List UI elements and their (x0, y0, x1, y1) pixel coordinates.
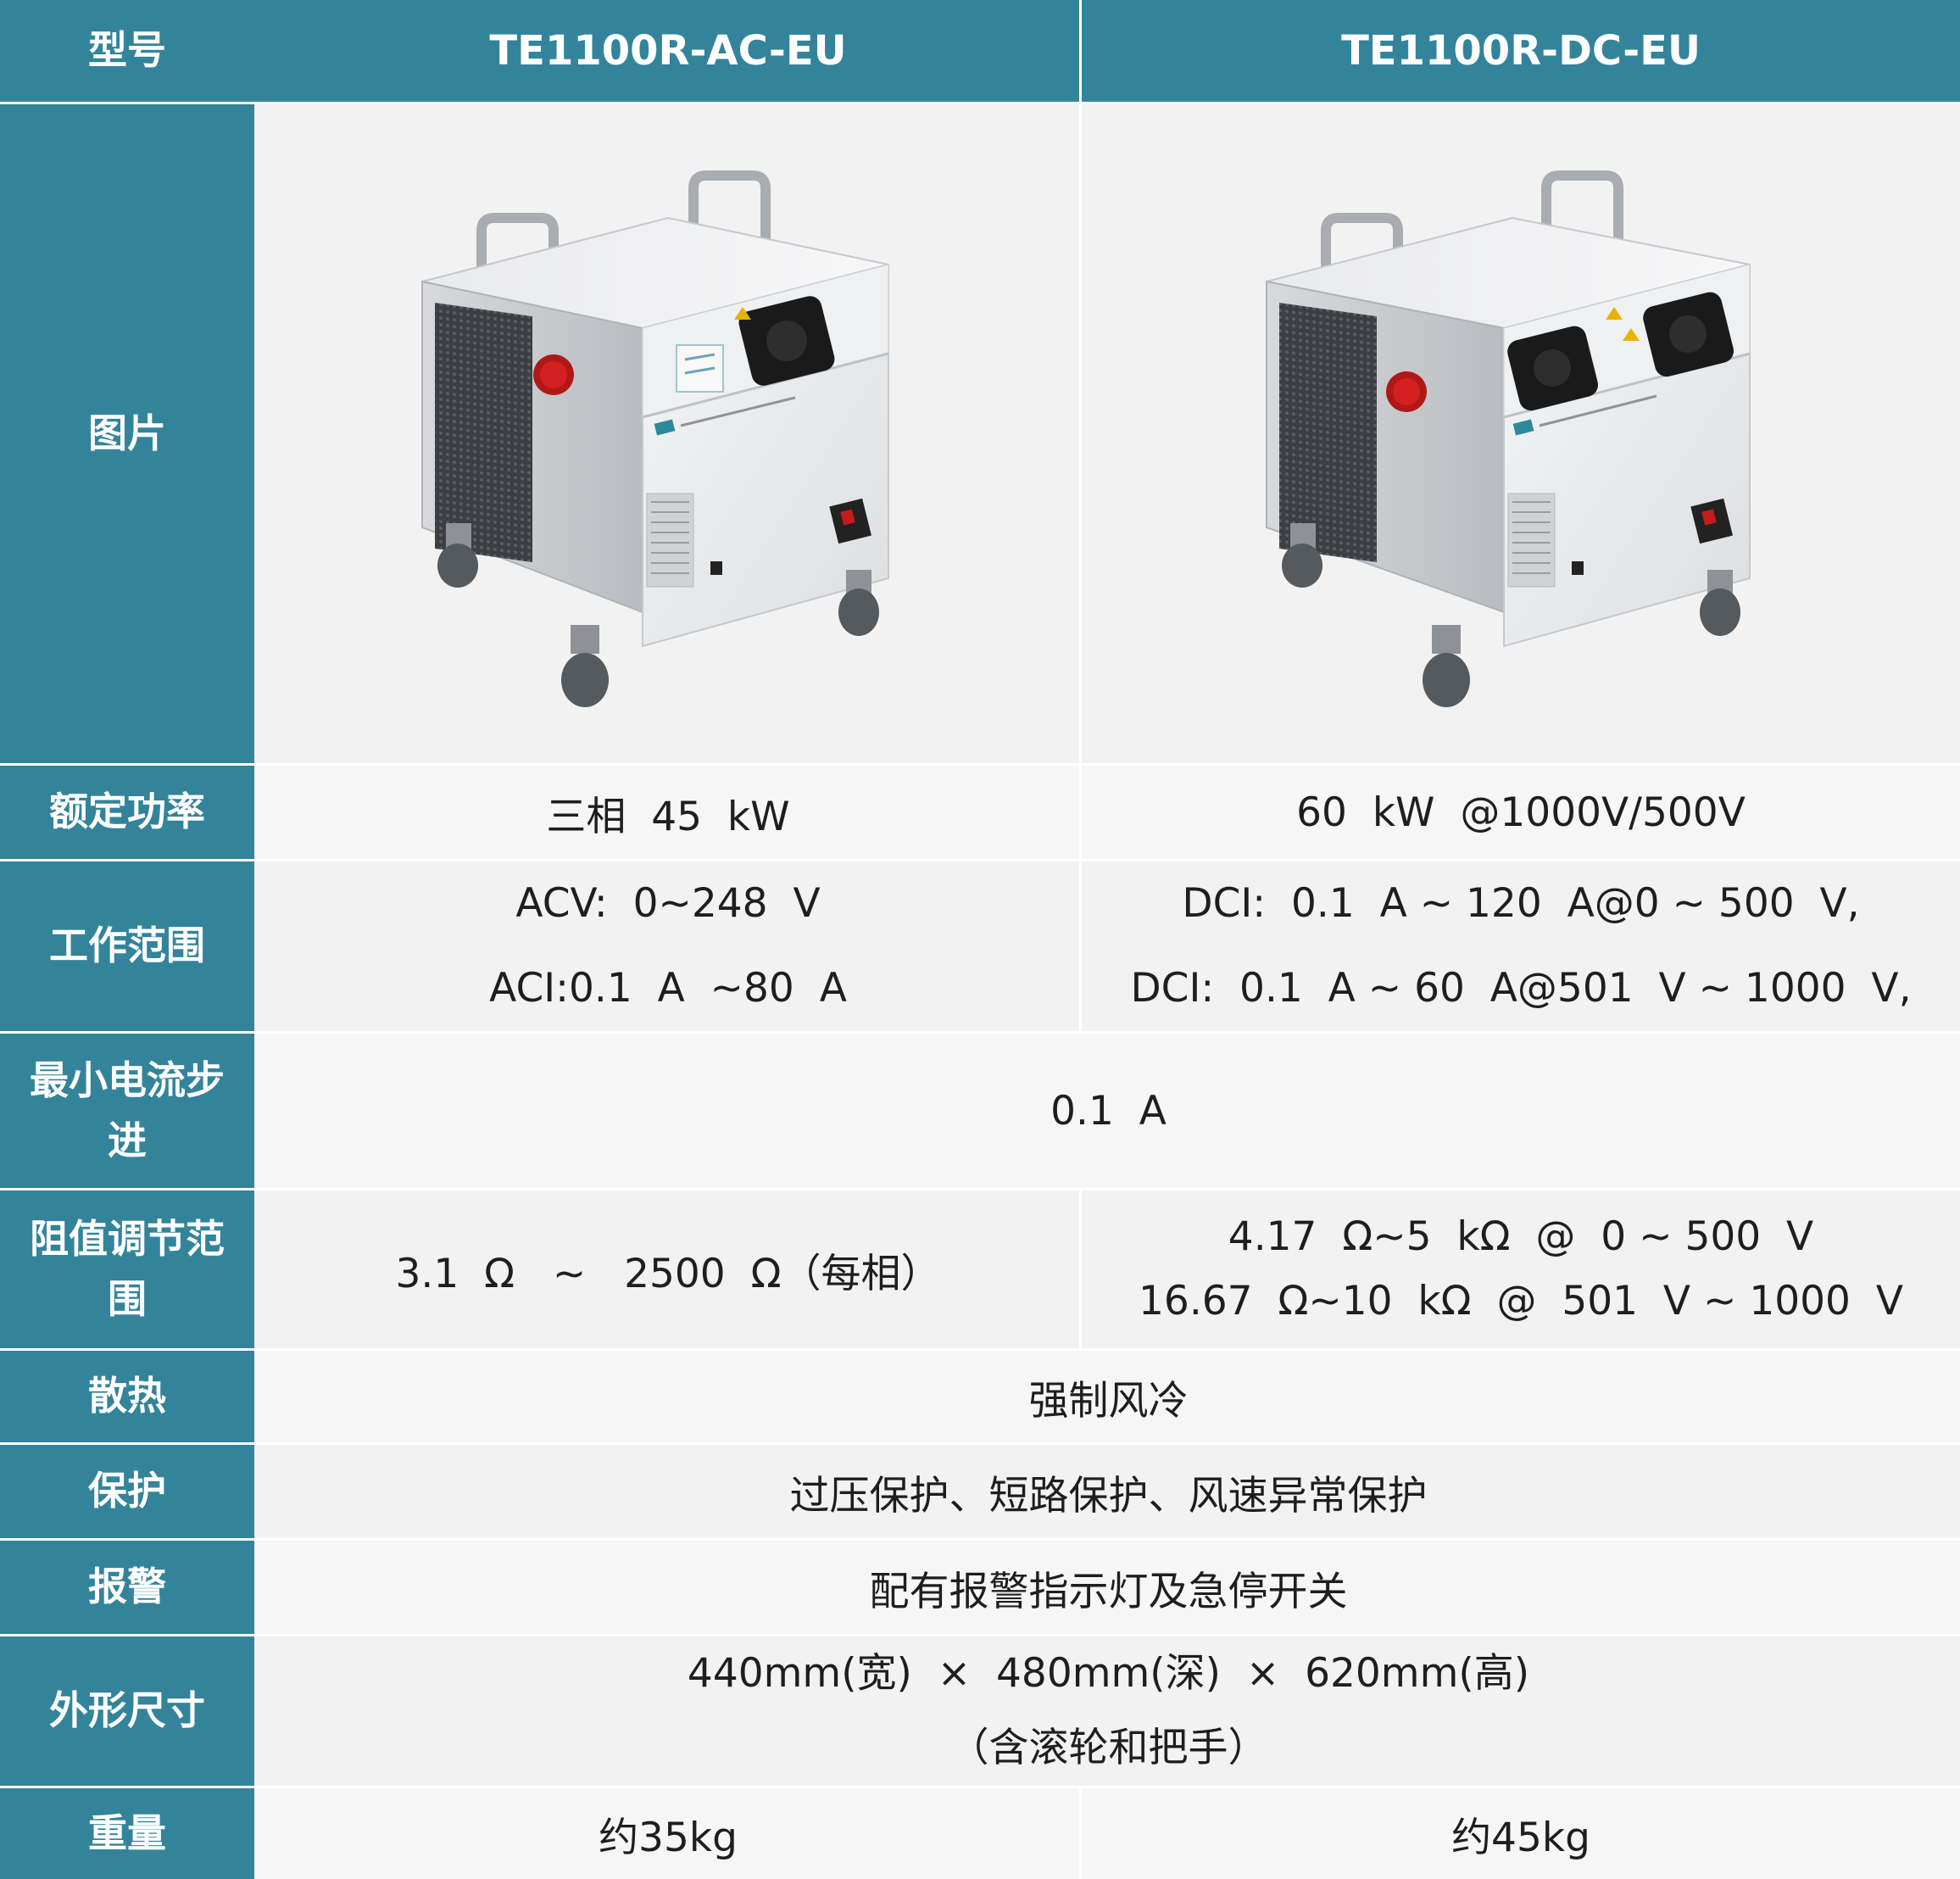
resistance-range-dc-high: 16.67 Ω~10 kΩ @ 501 V ~ 1000 V (1139, 1278, 1903, 1324)
protection-row: 保护 过压保护、短路保护、风速异常保护 (0, 1445, 1960, 1538)
rated-power-ac: 三相 45 kW (546, 793, 790, 840)
weight-ac: 约35kg (599, 1815, 738, 1861)
column-separator (1079, 861, 1082, 1031)
dimensions-label: 外形尺寸 (0, 1636, 254, 1786)
row-divider (0, 1442, 1960, 1445)
row-divider (0, 1634, 1960, 1636)
working-range-dc-high: DCI: 0.1 A ~ 60 A@501 V ~ 1000 V, (1130, 965, 1912, 1012)
weight-dc: 约45kg (1451, 1815, 1590, 1861)
dimensions-row: 外形尺寸 440mm(宽) × 480mm(深) × 620mm(高) （含滚轮… (0, 1636, 1960, 1786)
rated-power-row: 额定功率 三相 45 kW 60 kW @1000V/500V (0, 766, 1960, 859)
column-separator (1079, 1788, 1082, 1879)
dc-product-image-cell (1082, 104, 1960, 763)
weight-label: 重量 (0, 1788, 254, 1879)
working-range-label: 工作范围 (0, 861, 254, 1031)
header-row: 型号 TE1100R-AC-EU TE1100R-DC-EU (0, 0, 1960, 102)
row-divider (0, 1348, 1960, 1351)
picture-row: 图片 (0, 104, 1960, 763)
ac-load-bank-image (421, 170, 889, 707)
weight-row: 重量 约35kg 约45kg (0, 1788, 1960, 1879)
cooling-value: 强制风冷 (1028, 1377, 1189, 1425)
model-ac-header: TE1100R-AC-EU (489, 27, 847, 75)
row-divider (0, 1031, 1960, 1034)
row-divider (0, 1188, 1960, 1190)
min-current-step-value: 0.1 A (1050, 1087, 1167, 1135)
min-current-step-row: 最小电流步进 0.1 A (0, 1034, 1960, 1188)
column-separator (1079, 1190, 1082, 1348)
dc-load-bank-image (1266, 170, 1751, 707)
column-separator (1079, 766, 1082, 859)
rated-power-dc: 60 kW @1000V/500V (1296, 789, 1746, 836)
row-divider (0, 1786, 1960, 1788)
alarm-row: 报警 配有报警指示灯及急停开关 (0, 1541, 1960, 1634)
column-separator (1079, 104, 1082, 763)
picture-label: 图片 (0, 104, 254, 763)
resistance-range-dc: 4.17 Ω~5 kΩ @ 0 ~ 500 V 16.67 Ω~10 kΩ @ … (1082, 1190, 1960, 1348)
resistance-range-row: 阻值调节范围 3.1 Ω ~ 2500 Ω（每相） 4.17 Ω~5 kΩ @ … (0, 1190, 1960, 1348)
dimensions-value: 440mm(宽) × 480mm(深) × 620mm(高) （含滚轮和把手） (257, 1636, 1960, 1786)
column-separator (1079, 0, 1082, 102)
resistance-range-dc-low: 4.17 Ω~5 kΩ @ 0 ~ 500 V (1228, 1213, 1814, 1260)
cooling-label: 散热 (0, 1351, 254, 1442)
resistance-range-label: 阻值调节范围 (0, 1190, 254, 1348)
protection-value: 过压保护、短路保护、风速异常保护 (789, 1472, 1428, 1519)
alarm-label: 报警 (0, 1541, 254, 1634)
resistance-range-ac: 3.1 Ω ~ 2500 Ω（每相） (395, 1250, 941, 1297)
working-range-dc-low: DCI: 0.1 A ~ 120 A@0 ~ 500 V, (1182, 880, 1860, 927)
header-label: 型号 (0, 0, 254, 102)
row-divider (0, 1538, 1960, 1541)
working-range-ac-voltage: ACV: 0~248 V (515, 880, 821, 927)
min-current-step-label: 最小电流步进 (0, 1034, 254, 1188)
dimensions-size: 440mm(宽) × 480mm(深) × 620mm(高) (687, 1650, 1530, 1697)
working-range-row: 工作范围 ACV: 0~248 V ACI:0.1 A ~80 A DCI: 0… (0, 861, 1960, 1031)
alarm-value: 配有报警指示灯及急停开关 (869, 1568, 1348, 1615)
row-divider (0, 763, 1960, 766)
rated-power-label: 额定功率 (0, 766, 254, 859)
working-range-ac-current: ACI:0.1 A ~80 A (489, 965, 847, 1012)
protection-label: 保护 (0, 1445, 254, 1538)
ac-product-image-cell (257, 104, 1079, 763)
working-range-dc: DCI: 0.1 A ~ 120 A@0 ~ 500 V, DCI: 0.1 A… (1082, 861, 1960, 1031)
model-dc-header: TE1100R-DC-EU (1341, 27, 1701, 75)
dimensions-note: （含滚轮和把手） (949, 1725, 1268, 1771)
working-range-ac: ACV: 0~248 V ACI:0.1 A ~80 A (257, 861, 1079, 1031)
row-divider (0, 859, 1960, 861)
cooling-row: 散热 强制风冷 (0, 1351, 1960, 1442)
row-divider (0, 102, 1960, 104)
